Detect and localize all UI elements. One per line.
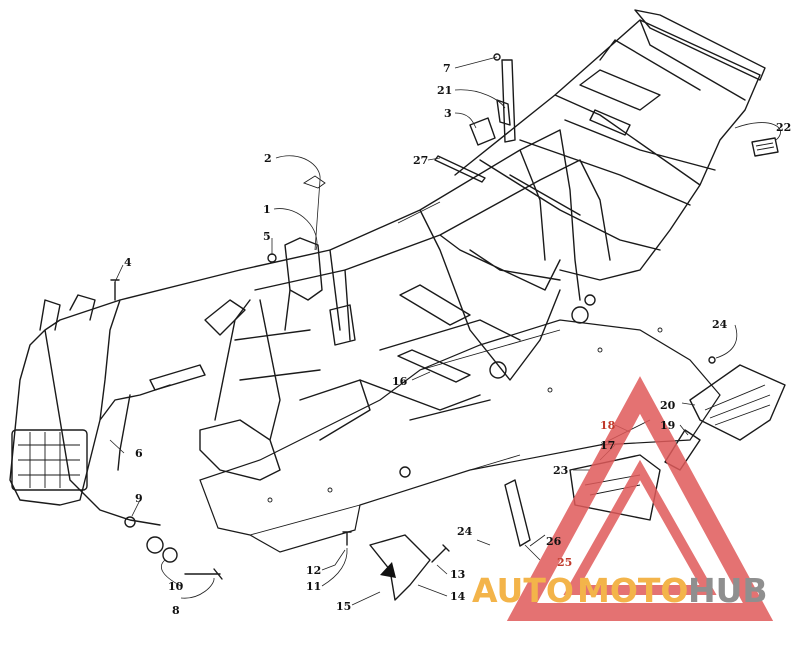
part-2-clip xyxy=(302,175,326,189)
callout-2: 2 xyxy=(264,152,272,165)
callout-22: 22 xyxy=(776,121,791,134)
watermark-text-hub: HUB xyxy=(688,571,768,610)
part-8-bolt xyxy=(184,568,223,580)
callout-27: 27 xyxy=(413,154,428,167)
part-22-tag xyxy=(751,137,779,157)
callout-21: 21 xyxy=(437,84,452,97)
part-10-spacer xyxy=(162,547,178,563)
part-7-bolt xyxy=(493,53,501,61)
part-24-bolt xyxy=(708,356,716,364)
callout-26: 26 xyxy=(546,535,562,548)
part-26-bracket xyxy=(504,479,531,547)
callout-14: 14 xyxy=(450,590,466,603)
part-21-strap xyxy=(496,59,516,143)
part-5-nut xyxy=(267,253,277,263)
watermark-triangle-outer xyxy=(506,376,774,621)
front-bumper xyxy=(9,269,241,526)
watermark-text-auto: AUTO xyxy=(472,571,574,610)
callout-18: 18 xyxy=(600,419,616,432)
callout-15: 15 xyxy=(336,600,351,613)
part-15-marker xyxy=(380,562,396,578)
part-27-strip xyxy=(434,155,486,183)
callout-3: 3 xyxy=(444,107,452,120)
callout-6: 6 xyxy=(135,447,143,460)
front-grille xyxy=(11,429,88,491)
callout-12: 12 xyxy=(306,564,321,577)
part-1-bracket xyxy=(284,237,323,301)
callout-23: 23 xyxy=(553,464,568,477)
part-3-cover xyxy=(469,117,496,146)
watermark-text-moto: MOTO xyxy=(577,571,688,610)
callout-9: 9 xyxy=(135,492,143,505)
part-13-bolt xyxy=(431,544,450,563)
rear-frame xyxy=(454,19,761,281)
callout-13: 13 xyxy=(450,568,465,581)
callout-24-lower: 24 xyxy=(457,525,473,538)
callout-10: 10 xyxy=(168,580,184,593)
watermark: AUTO MOTO HUB xyxy=(472,376,774,621)
callout-7: 7 xyxy=(443,62,451,75)
callout-8: 8 xyxy=(172,604,180,617)
callout-labels: 1 2 3 4 5 6 7 8 9 10 11 12 13 14 15 16 1… xyxy=(124,62,791,617)
skid-plate xyxy=(199,319,721,553)
leader-lines xyxy=(109,56,781,606)
part-11-bolt xyxy=(342,531,352,546)
callout-17: 17 xyxy=(600,439,615,452)
part-16-pad xyxy=(397,349,471,383)
part-4-bolt xyxy=(110,279,120,301)
callout-5: 5 xyxy=(263,230,271,243)
watermark-triangle-inner xyxy=(563,459,717,595)
part-9-bushing xyxy=(124,516,136,528)
callout-11: 11 xyxy=(306,580,321,593)
callout-20: 20 xyxy=(660,399,676,412)
callout-4: 4 xyxy=(124,256,132,269)
part-20-footrest xyxy=(689,364,786,441)
callout-19: 19 xyxy=(660,419,675,432)
callout-1: 1 xyxy=(263,203,271,216)
callout-16: 16 xyxy=(392,375,408,388)
part-14-mount xyxy=(369,534,431,601)
callout-25: 25 xyxy=(557,556,572,569)
callout-24-upper: 24 xyxy=(712,318,728,331)
